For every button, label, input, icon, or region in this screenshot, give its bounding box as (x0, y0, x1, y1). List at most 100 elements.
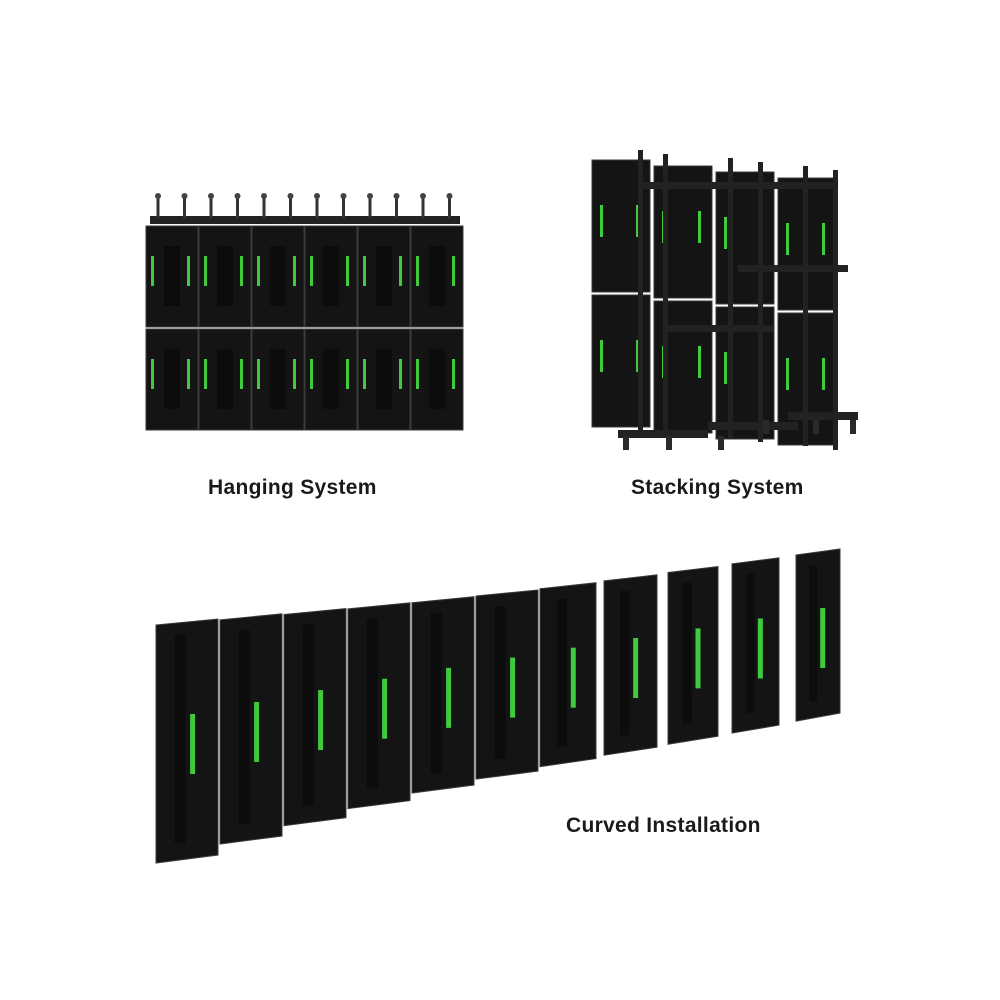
hanging-hook (395, 194, 398, 218)
cabinet-module (429, 349, 445, 409)
hanging-hook (421, 194, 425, 218)
stack-leveler (763, 420, 769, 434)
stack-foot (618, 430, 708, 438)
cabinet-handle-light (636, 340, 639, 372)
cabinet-handle-light (399, 359, 402, 389)
cabinet-handle-light (416, 359, 419, 389)
stack-upright (663, 154, 668, 434)
hanging-hook (342, 194, 345, 218)
hanging-hook-top (367, 193, 373, 199)
hanging-system-caption: Hanging System (208, 476, 377, 499)
cabinet-module (366, 618, 378, 789)
led-cabinet (731, 557, 780, 734)
cabinet-module (323, 349, 339, 409)
cabinet-module (430, 612, 442, 774)
cabinet-handle-light (254, 701, 260, 762)
cabinet-handle-light (187, 256, 190, 286)
stack-beam (638, 182, 838, 189)
led-cabinet (347, 602, 411, 810)
cabinet-handle-light (698, 346, 701, 378)
hanging-hook (183, 194, 186, 218)
curved-installation-illustration (150, 545, 870, 875)
cabinet-handle-light (452, 256, 455, 286)
cabinet-module (302, 624, 314, 806)
cabinet-handle-light (757, 618, 763, 679)
cabinet-module (270, 246, 286, 306)
cabinet-handle-light (786, 358, 789, 390)
cabinet-handle-light (600, 340, 603, 372)
hanging-hook-top (181, 193, 188, 199)
hanging-hook (156, 194, 160, 218)
stack-leveler (623, 436, 629, 450)
cabinet-handle-light (151, 256, 154, 286)
curved-installation-caption: Curved Installation (566, 814, 761, 837)
stack-upright (728, 158, 733, 438)
hanging-hook-top (287, 193, 294, 199)
hanging-hook-top (340, 193, 347, 199)
cabinet-module (164, 349, 180, 409)
cabinet-module (683, 582, 692, 725)
hanging-bar (150, 216, 460, 224)
hanging-hook (448, 194, 451, 218)
stack-leveler (718, 436, 724, 450)
stack-upright (758, 162, 763, 442)
hanging-hook (368, 194, 372, 218)
led-cabinet (411, 596, 475, 794)
cabinet-handle-light (310, 359, 313, 389)
hanging-hook-top (261, 193, 267, 199)
hanging-wall-graphic (145, 193, 464, 431)
cabinet-handle-light (204, 359, 207, 389)
cabinet-module (376, 246, 392, 306)
hanging-hook-top (420, 193, 426, 199)
cabinet-module (323, 246, 339, 306)
cabinet-module (556, 598, 567, 747)
stack-upright (803, 166, 808, 446)
stacking-wall-graphic (591, 150, 858, 450)
cabinet-handle-light (786, 223, 789, 255)
hanging-hook-top (393, 193, 400, 199)
stack-leveler (666, 436, 672, 450)
cabinet-module (746, 573, 755, 714)
stack-leveler (850, 420, 856, 434)
hanging-hook-top (208, 193, 214, 199)
cabinet-handle-light (822, 223, 825, 255)
cabinet-module (376, 349, 392, 409)
led-cabinet (219, 613, 283, 845)
cabinet-handle-light (570, 647, 576, 708)
hanging-hook (209, 194, 213, 218)
cabinet-handle-light (240, 256, 243, 286)
cabinet-handle-light (204, 256, 207, 286)
cabinet-handle-light (293, 359, 296, 389)
curved-wall-graphic (155, 548, 841, 864)
stacking-system-caption: Stacking System (631, 476, 804, 499)
cabinet-handle-light (822, 358, 825, 390)
led-cabinet (475, 589, 539, 780)
cabinet-handle-light (416, 256, 419, 286)
hanging-hook (236, 194, 239, 218)
hanging-hook-top (314, 193, 320, 199)
led-cabinet (283, 607, 347, 827)
cabinet-handle-light (452, 359, 455, 389)
cabinet-handle-light (446, 667, 452, 728)
hanging-hook-top (155, 193, 161, 199)
hanging-hook (289, 194, 292, 218)
cabinet-handle-light (310, 256, 313, 286)
cabinet-handle-light (820, 608, 826, 669)
stack-leveler (813, 420, 819, 434)
cabinet-module (619, 590, 630, 736)
led-cabinet (667, 565, 719, 745)
cabinet-handle-light (318, 690, 324, 751)
cabinet-handle-light (190, 714, 196, 774)
cabinet-handle-light (399, 256, 402, 286)
cabinet-handle-light (240, 359, 243, 389)
stack-foot (788, 412, 858, 420)
cabinet-handle-light (724, 217, 727, 249)
hanging-hook (262, 194, 266, 218)
cabinet-module (217, 349, 233, 409)
led-cabinet (539, 582, 597, 768)
cabinet-handle-light (293, 256, 296, 286)
cabinet-handle-light (346, 359, 349, 389)
hanging-system-illustration (140, 190, 470, 440)
cabinet-handle-light (695, 628, 701, 689)
cabinet-handle-light (510, 657, 516, 718)
